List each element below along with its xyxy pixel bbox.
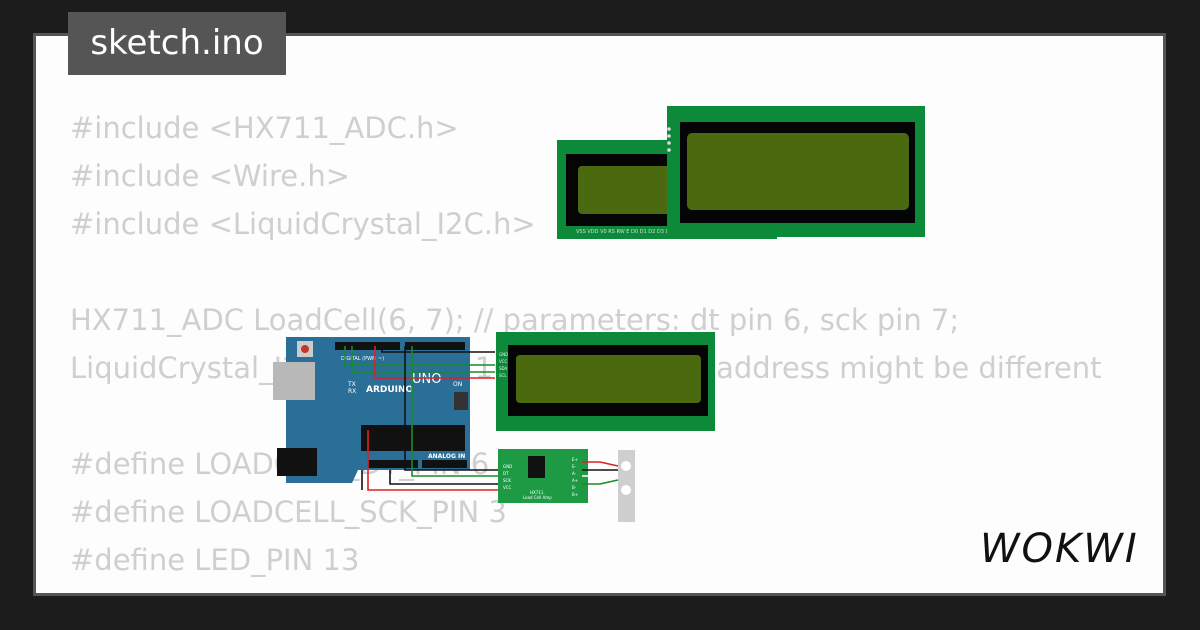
analog-label: ANALOG IN	[428, 453, 465, 460]
hx711-pin-e-plus: E+	[572, 457, 578, 462]
power-label: POWER	[371, 474, 390, 480]
wires	[344, 346, 619, 491]
code-line: HX711_ADC LoadCell(6, 7); // parameters:…	[70, 303, 960, 337]
hx711-pin-dt: DT	[503, 471, 509, 476]
power-jack	[277, 448, 317, 476]
code-line: #include <LiquidCrystal_I2C.h>	[70, 207, 536, 241]
lcd-pin-labels: VSS VDD V0 RS RW E D0 D1 D2 D3 D4 D5 D6 …	[576, 229, 709, 235]
wokwi-logo: WOKWI	[980, 526, 1139, 572]
hx711-chip-body	[528, 456, 545, 478]
lcd-display-2	[667, 106, 925, 237]
on-led-label: ON	[453, 381, 462, 388]
file-name-tab: sketch.ino	[68, 12, 286, 75]
code-editor: #include <HX711_ADC.h> #include <Wire.h> #…	[70, 104, 1127, 593]
lcd-pin-gnd: GND	[499, 352, 508, 357]
hx711-pin-a-minus: A-	[572, 471, 577, 476]
hx711-pin-b-plus: B+	[572, 492, 578, 497]
hx711-pin-sck: SCK	[503, 478, 511, 483]
load-cell	[618, 450, 635, 522]
hx711-pin-gnd: GND	[503, 464, 512, 469]
arduino-uno-board: DIGITAL (PWM ~) ARDUINO UNO ON TX RX ANA…	[273, 337, 470, 483]
hx711-board-label: Load Cell Amp	[523, 495, 552, 500]
digital-label: DIGITAL (PWM ~)	[341, 356, 384, 362]
lcd-display-3: GND VCC SDA SCL	[496, 332, 715, 431]
preview-card: #include <HX711_ADC.h> #include <Wire.h> #…	[33, 33, 1166, 596]
code-line: #define LOADCELL_SCK_PIN 3	[70, 495, 507, 529]
usb-port	[273, 362, 315, 400]
hx711-pin-b-minus: B-	[572, 485, 577, 490]
hx711-chip-label: HX711	[530, 490, 544, 495]
lcd-pin-scl: SCL	[499, 373, 507, 378]
code-line: #define WEIGHT_THRESHOLD 20 // adjust th…	[70, 584, 1127, 593]
hx711-pin-vcc: VCC	[503, 485, 512, 490]
code-line: #include <Wire.h>	[70, 159, 351, 193]
hx711-pin-a-plus: A+	[572, 478, 578, 483]
arduino-brand: ARDUINO	[366, 385, 414, 395]
hx711-pin-e-minus: E-	[572, 464, 577, 469]
atmega-chip	[361, 425, 465, 451]
lcd-pin-sda: SDA	[499, 366, 508, 371]
arduino-model: UNO	[412, 372, 441, 387]
code-line: #define LED_PIN 13	[70, 543, 360, 577]
rx-label: RX	[348, 388, 356, 395]
tx-label: TX	[347, 381, 356, 388]
code-line: #include <HX711_ADC.h>	[70, 111, 459, 145]
reset-button	[301, 345, 309, 353]
hx711-module: HX711 Load Cell Amp GND DT SCK VCC E+ E-…	[498, 449, 588, 503]
lcd-pin-vcc: VCC	[499, 359, 508, 364]
